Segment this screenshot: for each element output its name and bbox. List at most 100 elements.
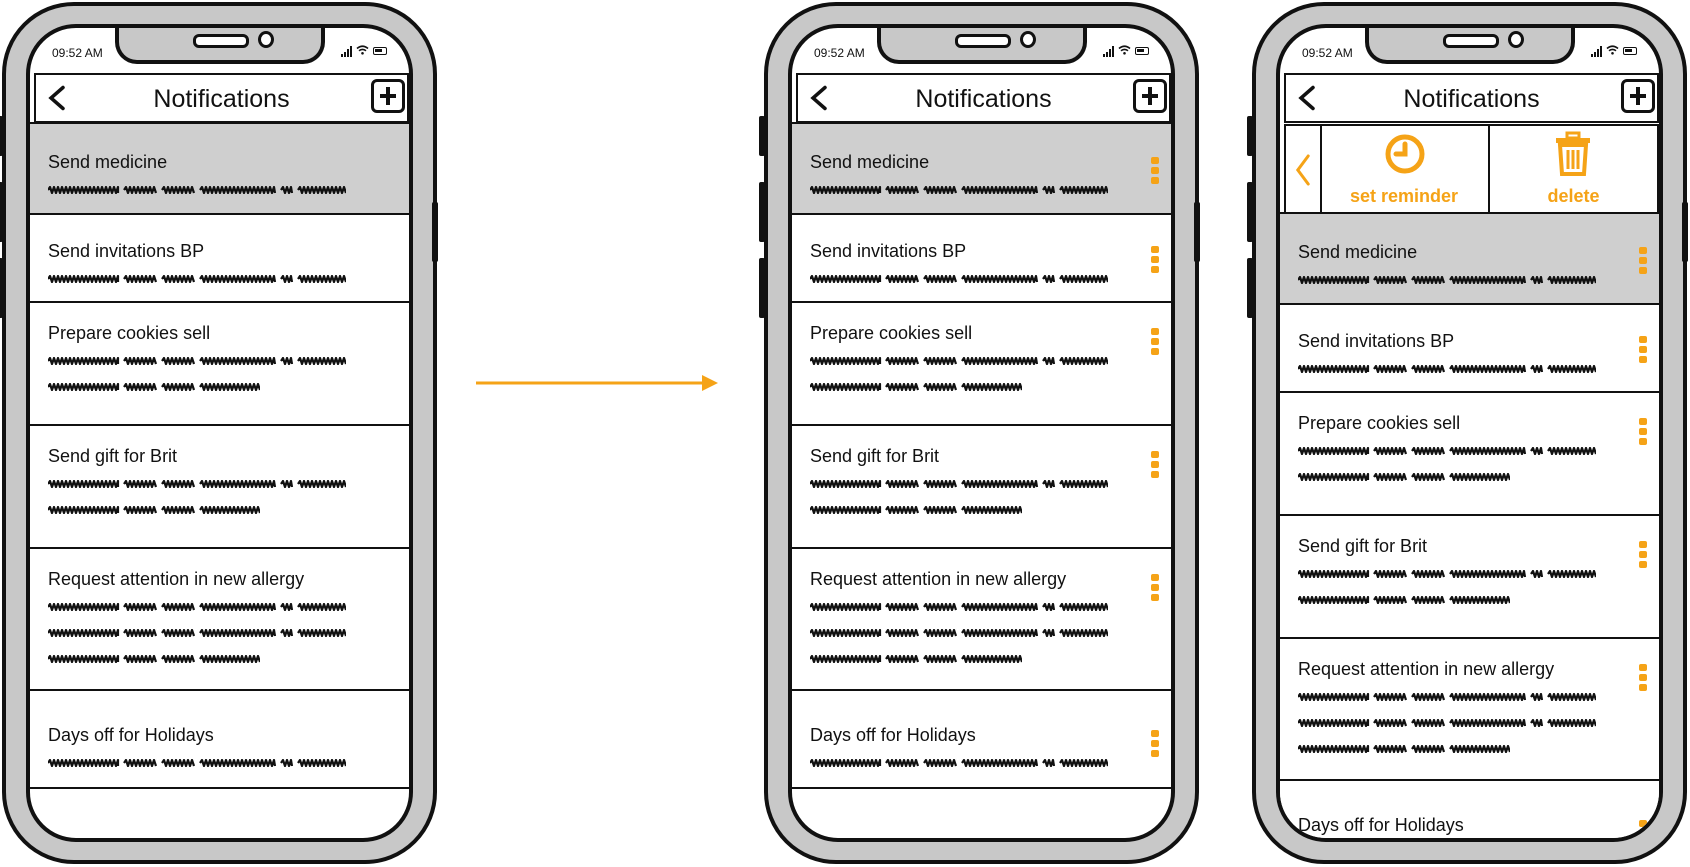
notification-title: Send medicine [48, 152, 168, 172]
notch [1364, 28, 1575, 64]
notification-item[interactable]: Send invitations BP [792, 215, 1171, 303]
notification-title: Days off for Holidays [48, 725, 214, 745]
notification-preview-text [1297, 565, 1598, 579]
notification-item[interactable]: Request attention in new allergy [30, 549, 409, 691]
app-header: Notifications [34, 73, 409, 123]
delete-label: delete [1547, 186, 1600, 206]
speaker [1442, 34, 1499, 48]
placeholder-text-scribble [47, 505, 262, 515]
notification-item[interactable]: Send gift for Brit [792, 426, 1171, 549]
signal-icon [1103, 45, 1114, 57]
action-bar-collapse-button[interactable] [1286, 126, 1322, 214]
chevron-left-icon [1298, 85, 1315, 111]
notification-item[interactable]: Prepare cookies sell [1280, 393, 1659, 516]
more-options-icon[interactable] [1151, 157, 1159, 184]
app-header: Notifications [796, 73, 1171, 123]
notification-preview-text [47, 181, 348, 195]
notification-title: Send invitations BP [810, 241, 967, 261]
notification-preview-text [47, 624, 348, 638]
notification-item[interactable]: Days off for Holidays [30, 691, 409, 789]
notification-item[interactable]: Send medicine [1280, 212, 1659, 305]
add-notification-button[interactable] [371, 79, 405, 113]
placeholder-text-scribble [47, 274, 348, 284]
more-options-icon[interactable] [1151, 246, 1159, 273]
notification-title: Request attention in new allergy [810, 569, 1067, 589]
notification-preview-text [1297, 591, 1512, 605]
more-options-icon[interactable] [1639, 541, 1647, 568]
add-notification-button[interactable] [1621, 79, 1655, 113]
placeholder-text-scribble [1297, 595, 1512, 605]
more-options-icon[interactable] [1151, 574, 1159, 601]
back-button[interactable] [42, 83, 72, 113]
more-options-icon[interactable] [1151, 451, 1159, 478]
signal-icon [341, 45, 352, 57]
status-time: 09:52 AM [814, 46, 865, 60]
notification-item[interactable]: Send invitations BP [30, 215, 409, 303]
placeholder-text-scribble [47, 479, 348, 489]
notification-title: Prepare cookies sell [48, 323, 211, 343]
volume-button [0, 258, 3, 318]
notification-title: Send gift for Brit [48, 446, 178, 466]
notification-preview-text [809, 270, 1110, 284]
notification-title: Send medicine [1298, 242, 1418, 262]
power-button [1682, 202, 1688, 262]
notification-preview-text [47, 754, 348, 768]
set-reminder-button[interactable]: set reminder [1320, 126, 1490, 214]
more-options-icon[interactable] [1639, 664, 1647, 691]
notification-title: Days off for Holidays [810, 725, 976, 745]
volume-button [0, 182, 3, 242]
placeholder-text-scribble [809, 758, 1110, 768]
more-options-icon[interactable] [1151, 730, 1159, 757]
more-options-icon[interactable] [1151, 328, 1159, 355]
back-button[interactable] [804, 83, 834, 113]
battery-icon [1135, 47, 1149, 55]
placeholder-text-scribble [809, 185, 1110, 195]
swipe-action-bar: set reminder delete [1284, 124, 1659, 216]
add-notification-button[interactable] [1133, 79, 1167, 113]
notification-item[interactable]: Send medicine [30, 122, 409, 215]
notification-title: Request attention in new allergy [1298, 659, 1555, 679]
notification-item[interactable]: Days off for Holidays [792, 691, 1171, 789]
notification-item[interactable]: Request attention in new allergy [1280, 639, 1659, 781]
delete-button[interactable]: delete [1490, 126, 1657, 214]
notification-title: Send invitations BP [1298, 331, 1455, 351]
placeholder-text-scribble [47, 382, 262, 392]
notification-item[interactable]: Request attention in new allergy [792, 549, 1171, 691]
notification-preview-text [1297, 468, 1512, 482]
placeholder-text-scribble [809, 628, 1110, 638]
notification-preview-text [47, 501, 262, 515]
notification-item[interactable]: Send invitations BP [1280, 305, 1659, 393]
notification-preview-text [47, 475, 348, 489]
notification-preview-text [1297, 442, 1598, 456]
volume-button [1247, 182, 1253, 242]
status-icons [1103, 45, 1149, 57]
notification-item[interactable]: Send gift for Brit [30, 426, 409, 549]
notification-preview-text [1297, 360, 1598, 374]
notification-item[interactable]: Send medicine [792, 122, 1171, 215]
back-button[interactable] [1292, 83, 1322, 113]
notification-item[interactable]: Prepare cookies sell [30, 303, 409, 426]
placeholder-text-scribble [47, 628, 348, 638]
notification-preview-text [47, 352, 348, 366]
flow-arrow-icon [476, 375, 718, 391]
page-title: Notifications [915, 85, 1052, 113]
notification-preview-text [47, 650, 262, 664]
notch [876, 28, 1087, 64]
placeholder-text-scribble [47, 356, 348, 366]
more-options-icon[interactable] [1639, 820, 1647, 838]
notification-item[interactable]: Prepare cookies sell [792, 303, 1171, 426]
notification-item[interactable]: Send gift for Brit [1280, 516, 1659, 639]
placeholder-text-scribble [809, 274, 1110, 284]
notification-title: Prepare cookies sell [1298, 413, 1461, 433]
notification-item[interactable]: Days off for Holidays [1280, 781, 1659, 838]
more-options-icon[interactable] [1639, 418, 1647, 445]
notification-preview-text [1297, 714, 1598, 728]
more-options-icon[interactable] [1639, 336, 1647, 363]
wifi-icon [1606, 42, 1619, 60]
more-options-icon[interactable] [1639, 247, 1647, 274]
